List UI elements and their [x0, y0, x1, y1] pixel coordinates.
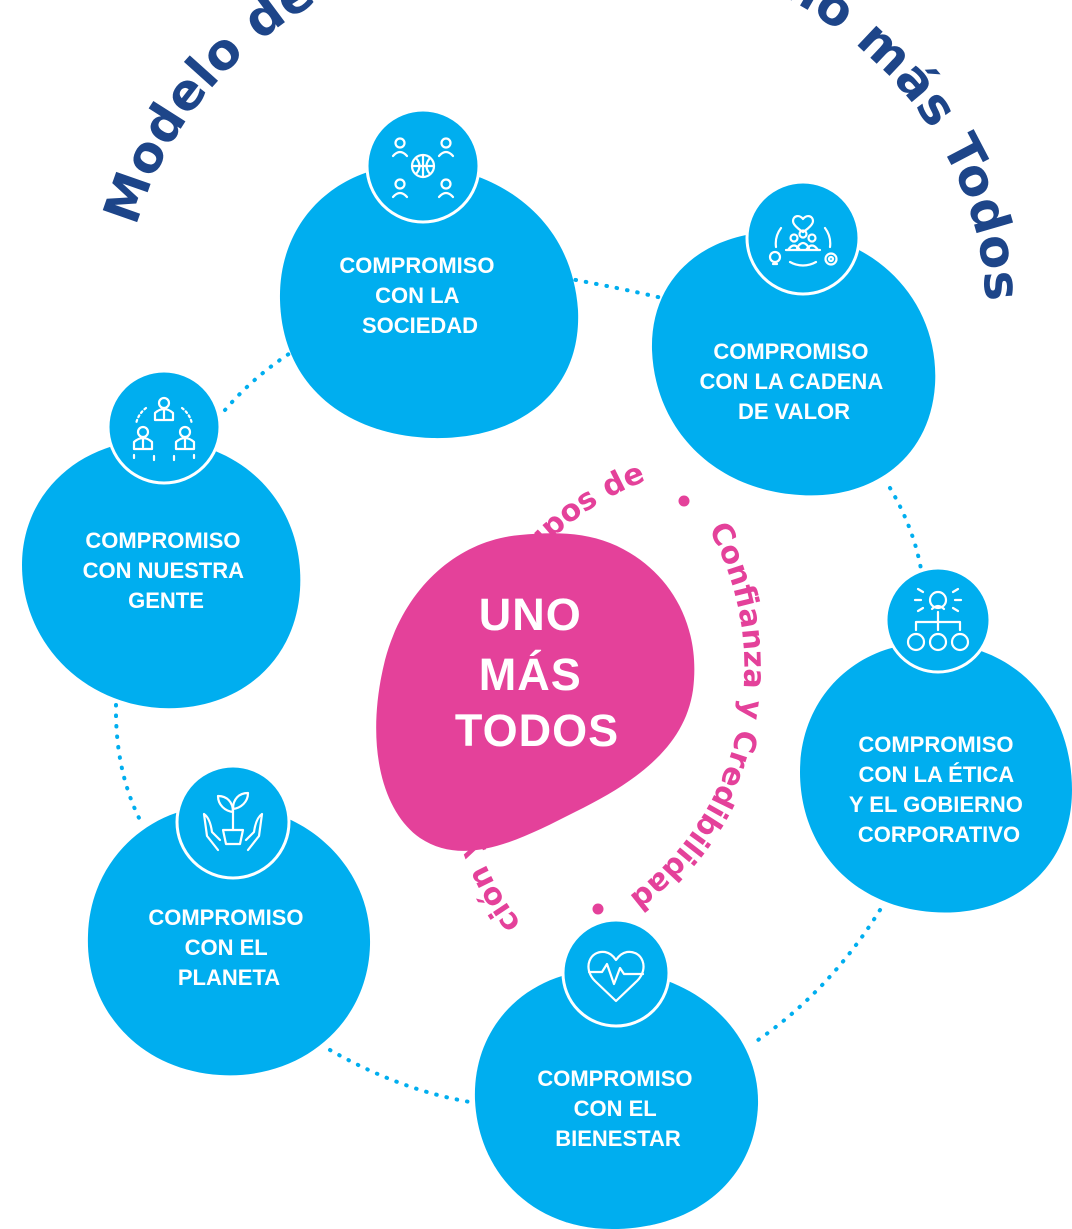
- icon-badge: [561, 918, 671, 1028]
- center-blob: UNO MÁS TODOS: [376, 533, 695, 851]
- commitment-cadena-valor: COMPROMISO CON LA CADENA DE VALOR: [651, 180, 936, 496]
- commitment-label-line: COMPROMISO: [85, 528, 240, 553]
- center-label-line: MÁS: [479, 649, 582, 700]
- commitment-label-line: COMPROMISO: [148, 905, 303, 930]
- commitment-label-line: COMPROMISO: [339, 253, 494, 278]
- svg-text:COMPROMISO CON EL: COMPROMISO CON EL PLANETA: [148, 905, 309, 990]
- svg-text:COMPROMISO CON EL: COMPROMISO CON EL BIENESTAR: [537, 1066, 698, 1151]
- commitment-nuestra-gente: COMPROMISO CON NUESTRA GENTE: [22, 369, 301, 709]
- commitment-label-line: CON EL: [185, 935, 268, 960]
- dotted-ring: [113, 276, 924, 1104]
- center-label-line: UNO: [479, 589, 582, 640]
- commitment-label-line: GENTE: [128, 588, 204, 613]
- commitment-etica: COMPROMISO CON LA ÉTICA Y EL GOBIERNO CO…: [800, 566, 1072, 913]
- commitment-label-line: DE VALOR: [738, 399, 850, 424]
- commitment-planeta: COMPROMISO CON EL PLANETA: [87, 764, 371, 1076]
- commitment-label-line: COMPROMISO: [537, 1066, 692, 1091]
- commitment-label-line: CON LA CADENA: [699, 369, 883, 394]
- plant-hands-icon: [202, 791, 264, 852]
- commitment-label-line: CON LA ÉTICA: [859, 762, 1015, 787]
- heartbeat-icon: [587, 950, 645, 1003]
- global-community-icon: [391, 137, 455, 199]
- team-people-icon: [132, 396, 196, 462]
- svg-text:COMPROMISO CON LA CADENA: COMPROMISO CON LA CADENA DE VALOR: [699, 339, 888, 424]
- center-label-line: TODOS: [455, 705, 619, 756]
- commitment-bienestar: COMPROMISO CON EL BIENESTAR: [474, 918, 759, 1229]
- commitment-label-line: CON EL: [574, 1096, 657, 1121]
- svg-text:UNO MÁS TODOS: UNO MÁS TODOS: [455, 589, 619, 756]
- commitment-label-line: COMPROMISO: [713, 339, 868, 364]
- value-chain-icon: [768, 215, 838, 267]
- icon-badge: [106, 369, 222, 485]
- svg-text:COMPROMISO CON LA ÉTICA: COMPROMISO CON LA ÉTICA Y EL GOBIERNO CO…: [849, 732, 1029, 847]
- commitment-sociedad: COMPROMISO CON LA SOCIEDAD: [279, 108, 579, 439]
- ring-separator-dot: [592, 903, 604, 915]
- commitment-label-line: SOCIEDAD: [362, 313, 478, 338]
- governance-hierarchy-icon: [906, 587, 970, 652]
- svg-text:COMPROMISO CON LA: COMPROMISO CON LA SOCIEDAD: [339, 253, 500, 338]
- commitment-label-line: Y EL GOBIERNO: [849, 792, 1023, 817]
- commitment-label-line: COMPROMISO: [858, 732, 1013, 757]
- ring-separator-dot: [678, 495, 690, 507]
- commitment-label-line: CON NUESTRA: [83, 558, 244, 583]
- commitment-label-line: BIENESTAR: [555, 1126, 681, 1151]
- commitment-label-line: CORPORATIVO: [858, 822, 1020, 847]
- commitment-label-line: PLANETA: [178, 965, 280, 990]
- svg-text:COMPROMISO CON NUESTRA: COMPROMISO CON NUESTRA GENTE: [83, 528, 250, 613]
- commitment-label-line: CON LA: [375, 283, 459, 308]
